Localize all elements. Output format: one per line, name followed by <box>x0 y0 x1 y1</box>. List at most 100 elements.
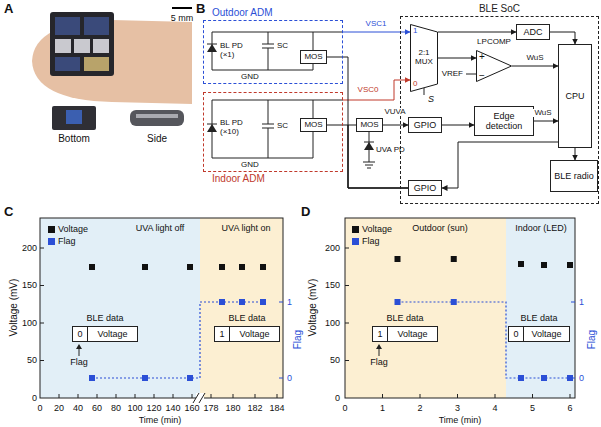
voltage-point <box>142 264 148 270</box>
photodiode-symbol <box>207 44 217 52</box>
flag-point <box>451 299 457 305</box>
photo-caption: Bottom <box>58 133 90 144</box>
packet-heading: BLE data <box>520 313 557 323</box>
signal-name: VSC0 <box>357 86 380 95</box>
voltage-point <box>567 262 573 268</box>
tick-label: 0 <box>287 373 292 383</box>
circuit-wire <box>262 32 274 70</box>
voltage-cell: Voltage <box>388 327 437 341</box>
tick-label: 4 <box>492 403 497 413</box>
tick-label: 20 <box>54 403 64 413</box>
part-name: BL PD (×10) <box>220 119 258 137</box>
voltage-cell: Voltage <box>230 327 279 341</box>
flag-value: 1 <box>377 329 382 339</box>
module-heading: BLE SoC <box>479 3 520 14</box>
tick-label: 50 <box>330 355 340 365</box>
input-number: 1 <box>413 27 417 36</box>
connector <box>383 125 408 126</box>
flag-cell: 1 <box>373 327 388 341</box>
device-photo <box>93 39 109 53</box>
chart-background <box>506 218 575 398</box>
tick-label: 60 <box>92 403 102 413</box>
axis-title: Voltage (mV) <box>8 279 19 337</box>
packet-box: BLE data1Voltage <box>372 326 438 342</box>
flag-point <box>142 375 148 381</box>
mux-outline <box>411 25 438 92</box>
region-label: Outdoor (sun) <box>412 223 468 233</box>
flag-point <box>518 375 524 381</box>
flag-point <box>260 299 266 305</box>
module-box: BLE SoC12:1 MUX0ADCLPCOMP+−GPIOEdge dete… <box>400 16 599 204</box>
flag-axis <box>279 302 575 378</box>
tick-label: 1 <box>579 297 584 307</box>
device-photo <box>84 17 109 35</box>
flag-value: 1 <box>219 329 224 339</box>
circuit-wire <box>212 32 313 70</box>
voltage-point <box>395 256 401 262</box>
flag-point <box>89 375 95 381</box>
flag-point <box>219 299 225 305</box>
tick-label: 182 <box>247 403 262 413</box>
connector <box>512 66 558 67</box>
tick-label: 3 <box>455 403 460 413</box>
connector <box>442 142 558 188</box>
leader-arrow <box>376 344 382 349</box>
block-box: MOS <box>300 118 327 132</box>
field-name: Voltage <box>397 329 427 339</box>
pin-sign: + <box>479 51 485 62</box>
tick-label: 40 <box>73 403 83 413</box>
chart-background <box>40 218 200 398</box>
block-label: MOS <box>304 121 322 130</box>
signal-name: VREF <box>442 70 463 79</box>
device-photo <box>32 12 192 130</box>
region-label: UVA light off <box>136 223 185 233</box>
voltage-point <box>260 264 266 270</box>
chart-axis <box>40 218 575 398</box>
connector <box>575 148 576 160</box>
signal-name: VUVA <box>383 108 406 117</box>
circuit-wire <box>262 100 274 158</box>
tick-label: 184 <box>269 403 284 413</box>
flag-point <box>89 299 573 381</box>
flag-point <box>239 299 245 305</box>
multiplexer: 12:1 MUX0 <box>410 24 438 92</box>
connector <box>438 58 476 59</box>
device-photo <box>130 110 184 126</box>
block-label: 2:1 MUX <box>413 49 435 67</box>
block-box: CPU <box>558 44 592 148</box>
flag-point <box>567 375 573 381</box>
photodiode-symbol <box>207 44 374 150</box>
device-photo <box>136 114 178 118</box>
field-name: Voltage <box>531 329 561 339</box>
chart-background <box>200 218 283 398</box>
field-name: Voltage <box>239 329 269 339</box>
chart-background <box>40 218 575 398</box>
comparator-outline <box>477 51 512 82</box>
part-name: UVA PD <box>376 146 405 155</box>
chart-axis <box>383 394 571 398</box>
signal-name: WuS <box>533 109 552 118</box>
flag-point <box>541 375 547 381</box>
packet-heading: BLE data <box>228 313 265 323</box>
legend-swatch <box>352 238 359 245</box>
tick-label: 140 <box>165 403 180 413</box>
legend-text: Voltage <box>58 224 88 234</box>
region-label: UVA light on <box>222 223 271 233</box>
packet-box: BLE data0Voltage <box>508 326 570 342</box>
tick-label: 100 <box>127 403 142 413</box>
voltage-point <box>541 262 547 268</box>
axis-title: Time (min) <box>139 415 182 425</box>
part-name: SC <box>277 42 288 51</box>
circuit-wire <box>212 32 343 33</box>
packet-box: BLE data1Voltage <box>214 326 280 342</box>
flag-point <box>187 375 193 381</box>
chart-axis <box>59 394 277 398</box>
block-label: BLE radio <box>554 171 594 181</box>
connector <box>442 125 474 126</box>
part-name: BL PD (×1) <box>220 42 254 60</box>
tick-label: 200 <box>22 243 37 253</box>
voltage-cell: Voltage <box>524 327 569 341</box>
